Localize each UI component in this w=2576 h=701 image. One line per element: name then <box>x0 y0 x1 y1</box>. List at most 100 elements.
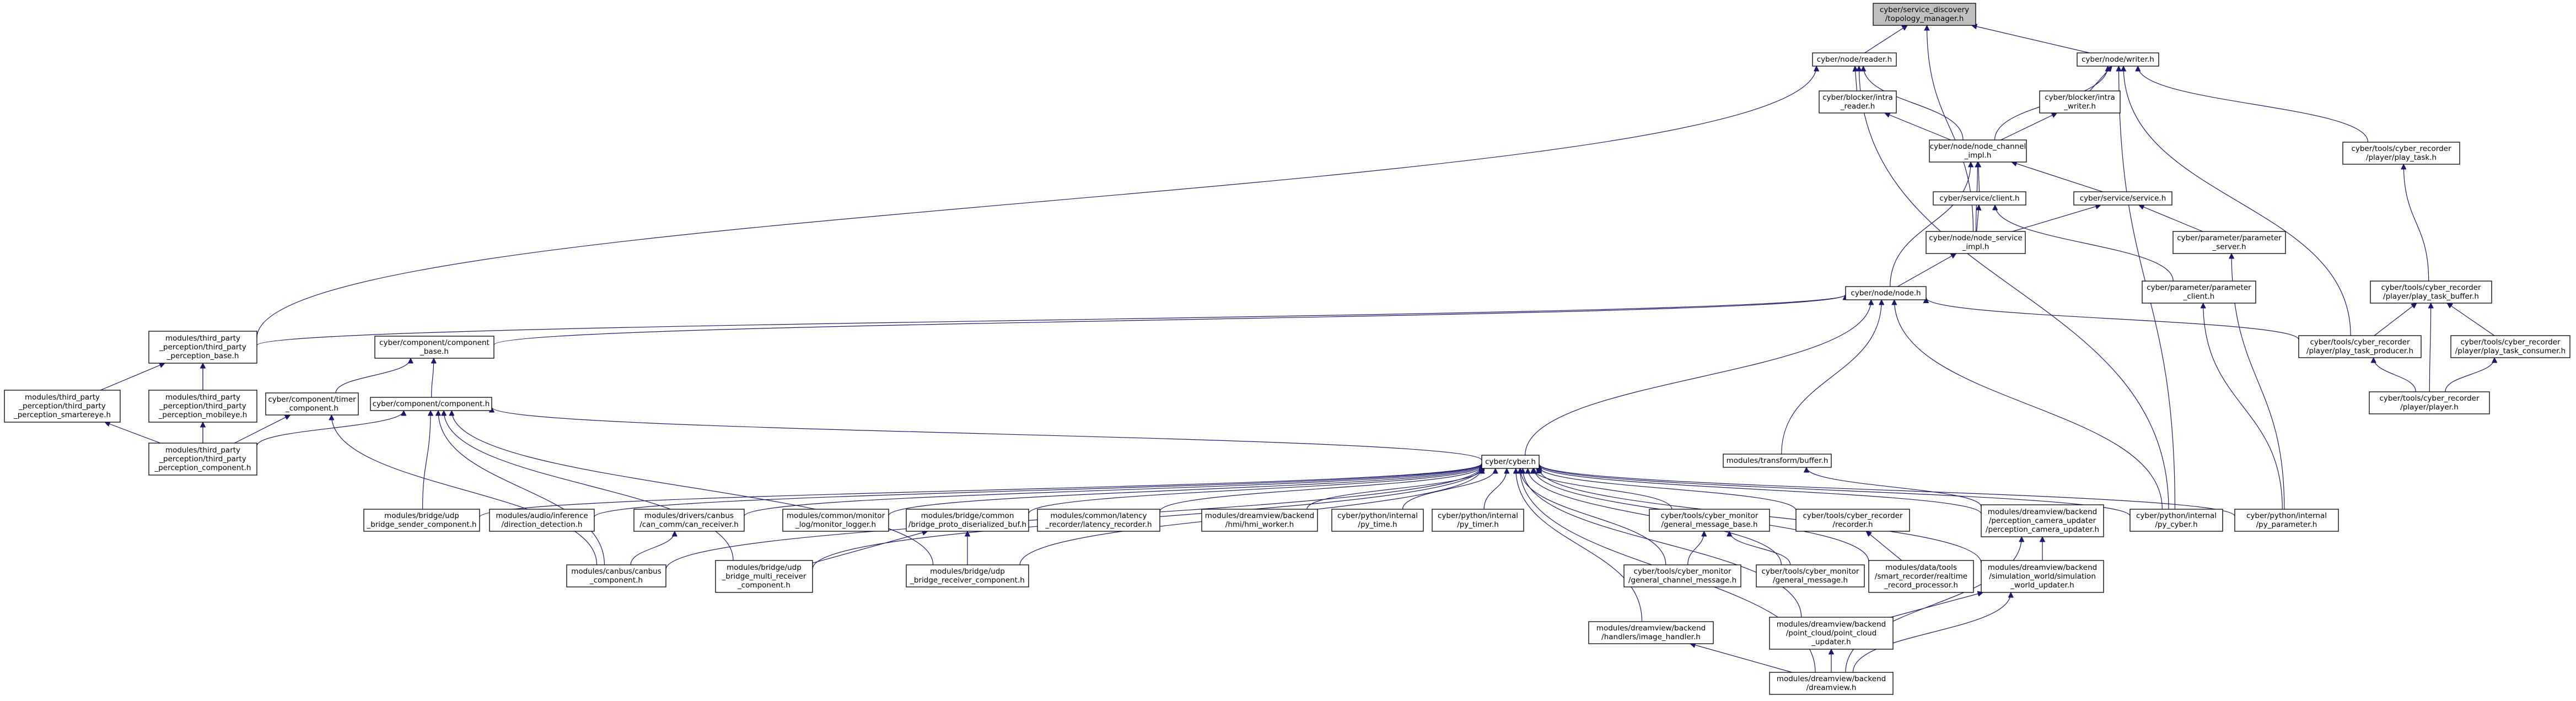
node-tpp-smartereye[interactable]: modules/third_party_perception/third_par… <box>4 390 121 423</box>
node-box[interactable] <box>1819 90 1897 114</box>
node-player[interactable]: cyber/tools/cyber_recorder/player/player… <box>2369 391 2490 414</box>
node-box[interactable] <box>2298 335 2422 358</box>
node-component[interactable]: cyber/component/component.h <box>370 397 492 411</box>
node-box[interactable] <box>2073 191 2172 206</box>
node-writer[interactable]: cyber/node/writer.h <box>2077 52 2159 67</box>
node-box[interactable] <box>1926 231 2026 254</box>
node-box[interactable] <box>370 397 492 411</box>
node-perception-camera-updater[interactable]: modules/dreamview/backend/perception_cam… <box>1981 504 2104 537</box>
node-cyber[interactable]: cyber/cyber.h <box>1481 455 1540 469</box>
node-box[interactable] <box>1037 509 1160 532</box>
node-node-channel-impl[interactable]: cyber/node/node_channel_impl.h <box>1929 139 2027 163</box>
node-udp-bridge-sender[interactable]: modules/bridge/udp_bridge_sender_compone… <box>363 509 480 532</box>
node-box[interactable] <box>1723 454 1832 468</box>
node-udp-bridge-multi[interactable]: modules/bridge/udp_bridge_multi_receiver… <box>715 560 813 593</box>
node-box[interactable] <box>148 331 257 364</box>
node-box[interactable] <box>1929 139 2027 163</box>
node-general-message[interactable]: cyber/tools/cyber_monitor/general_messag… <box>1756 564 1865 587</box>
node-box[interactable] <box>2129 509 2223 532</box>
node-play-task[interactable]: cyber/tools/cyber_recorder/player/play_t… <box>2342 142 2460 165</box>
node-play-task-producer[interactable]: cyber/tools/cyber_recorder/player/play_t… <box>2298 335 2422 358</box>
node-box[interactable] <box>1812 52 1897 67</box>
node-parameter-client[interactable]: cyber/parameter/parameter_client.h <box>2142 281 2256 304</box>
node-box[interactable] <box>1481 455 1540 469</box>
node-general-channel-message[interactable]: cyber/tools/cyber_monitor/general_channe… <box>1623 564 1741 587</box>
node-box[interactable] <box>148 390 257 423</box>
node-transform-buffer[interactable]: modules/transform/buffer.h <box>1723 454 1832 468</box>
node-box[interactable] <box>1331 509 1424 532</box>
node-box[interactable] <box>2342 142 2460 165</box>
node-component-base[interactable]: cyber/component/component_base.h <box>374 336 494 359</box>
node-box[interactable] <box>4 390 121 423</box>
node-parameter-server[interactable]: cyber/parameter/parameter_server.h <box>2172 231 2286 254</box>
node-box[interactable] <box>2077 52 2159 67</box>
node-box[interactable] <box>2039 90 2121 114</box>
node-realtime-record-processor[interactable]: modules/data/tools/smart_recorder/realti… <box>1868 560 1974 593</box>
node-point-cloud-updater[interactable]: modules/dreamview/backend/point_cloud/po… <box>1769 617 1894 650</box>
node-can-receiver[interactable]: modules/drivers/canbus/can_comm/can_rece… <box>633 509 745 532</box>
node-node-service-impl[interactable]: cyber/node/node_service_impl.h <box>1926 231 2026 254</box>
node-box[interactable] <box>1769 617 1894 650</box>
node-box[interactable] <box>1432 509 1524 532</box>
node-box[interactable] <box>1981 560 2104 593</box>
node-monitor-logger[interactable]: modules/common/monitor_log/monitor_logge… <box>782 509 889 532</box>
node-py-time[interactable]: cyber/python/internal/py_time.h <box>1331 509 1424 532</box>
node-box[interactable] <box>633 509 745 532</box>
node-box[interactable] <box>363 509 480 532</box>
node-reader[interactable]: cyber/node/reader.h <box>1812 52 1897 67</box>
node-box[interactable] <box>1845 286 1927 300</box>
node-client[interactable]: cyber/service/client.h <box>1933 191 2026 206</box>
node-box[interactable] <box>1649 509 1770 532</box>
node-box[interactable] <box>1588 621 1714 644</box>
node-box[interactable] <box>265 392 359 416</box>
node-box[interactable] <box>1868 560 1974 593</box>
node-tpp-component[interactable]: modules/third_party_perception/third_par… <box>148 443 257 476</box>
node-topology-manager[interactable]: cyber/service_discovery/topology_manager… <box>1873 3 1976 26</box>
node-tpp-base[interactable]: modules/third_party_perception/third_par… <box>148 331 257 364</box>
node-box[interactable] <box>566 564 666 587</box>
node-service[interactable]: cyber/service/service.h <box>2073 191 2172 206</box>
node-box[interactable] <box>782 509 889 532</box>
node-box[interactable] <box>2450 335 2570 358</box>
node-box[interactable] <box>1769 672 1894 695</box>
node-box[interactable] <box>715 560 813 593</box>
node-image-handler[interactable]: modules/dreamview/backend/handlers/image… <box>1588 621 1714 644</box>
node-box[interactable] <box>374 336 494 359</box>
node-intra-writer[interactable]: cyber/blocker/intra_writer.h <box>2039 90 2121 114</box>
node-box[interactable] <box>1201 509 1318 532</box>
node-hmi-worker[interactable]: modules/dreamview/backend/hmi/hmi_worker… <box>1201 509 1318 532</box>
node-timer-component[interactable]: cyber/component/timer_component.h <box>265 392 359 416</box>
node-simulation-world-updater[interactable]: modules/dreamview/backend/simulation_wor… <box>1981 560 2104 593</box>
node-box[interactable] <box>1981 504 2104 537</box>
node-recorder[interactable]: cyber/tools/cyber_recorder/recorder.h <box>1795 509 1910 532</box>
node-box[interactable] <box>2369 391 2490 414</box>
node-box[interactable] <box>906 564 1029 587</box>
node-tpp-mobileye[interactable]: modules/third_party_perception/third_par… <box>148 390 257 423</box>
node-box[interactable] <box>2172 231 2286 254</box>
node-box[interactable] <box>1933 191 2026 206</box>
node-box[interactable] <box>2142 281 2256 304</box>
node-box[interactable] <box>489 509 595 532</box>
node-latency-recorder[interactable]: modules/common/latency_recorder/latency_… <box>1037 509 1160 532</box>
node-box[interactable] <box>2370 281 2492 304</box>
node-udp-bridge-receiver[interactable]: modules/bridge/udp_bridge_receiver_compo… <box>906 564 1029 587</box>
node-bridge-proto-buf[interactable]: modules/bridge/common/bridge_proto_diser… <box>906 509 1029 532</box>
node-py-timer[interactable]: cyber/python/internal/py_timer.h <box>1432 509 1524 532</box>
node-node[interactable]: cyber/node/node.h <box>1845 286 1927 300</box>
node-box[interactable] <box>906 509 1029 532</box>
node-play-task-consumer[interactable]: cyber/tools/cyber_recorder/player/play_t… <box>2450 335 2570 358</box>
node-box[interactable] <box>148 443 257 476</box>
node-py-parameter[interactable]: cyber/python/internal/py_parameter.h <box>2234 509 2339 532</box>
node-box[interactable] <box>1623 564 1741 587</box>
node-general-message-base[interactable]: cyber/tools/cyber_monitor/general_messag… <box>1649 509 1770 532</box>
node-box[interactable] <box>1756 564 1865 587</box>
node-box[interactable] <box>2234 509 2339 532</box>
node-play-task-buffer[interactable]: cyber/tools/cyber_recorder/player/play_t… <box>2370 281 2492 304</box>
node-box[interactable] <box>1873 3 1976 26</box>
node-dreamview[interactable]: modules/dreamview/backend/dreamview.h <box>1769 672 1894 695</box>
node-intra-reader[interactable]: cyber/blocker/intra_reader.h <box>1819 90 1897 114</box>
node-direction-detection[interactable]: modules/audio/inference/direction_detect… <box>489 509 595 532</box>
node-py-cyber[interactable]: cyber/python/internal/py_cyber.h <box>2129 509 2223 532</box>
node-box[interactable] <box>1795 509 1910 532</box>
node-canbus-component[interactable]: modules/canbus/canbus_component.h <box>566 564 666 587</box>
